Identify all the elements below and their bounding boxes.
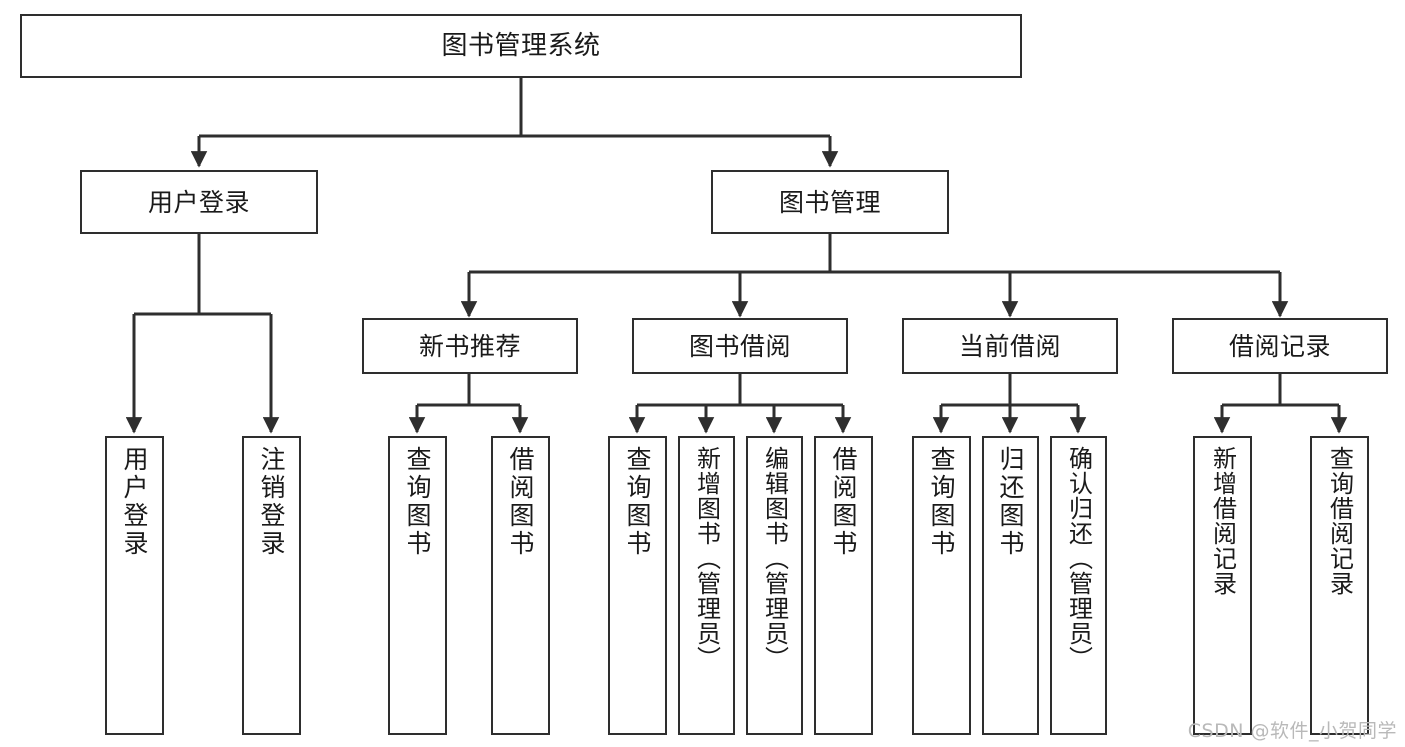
node-user-login[interactable]: 用户登录 <box>80 170 318 234</box>
node-label: 新书推荐 <box>418 331 521 361</box>
node-label: 图书管理 <box>778 187 881 217</box>
leaf-book-borrow-borrow-book[interactable]: 借阅图书 <box>814 436 873 735</box>
node-label: 图书管理系统 <box>441 30 601 61</box>
leaf-user-login-signout[interactable]: 注销登录 <box>242 436 301 735</box>
node-borrow-record[interactable]: 借阅记录 <box>1172 318 1388 374</box>
node-label: 新增借阅记录 <box>1208 446 1237 596</box>
node-book-management[interactable]: 图书管理 <box>711 170 949 234</box>
node-label: 查询图书 <box>403 446 432 558</box>
csdn-watermark: CSDN @软件_小贺同学 <box>1187 720 1397 742</box>
leaf-new-book-borrow-book[interactable]: 借阅图书 <box>491 436 550 735</box>
leaf-borrow-record-add-record[interactable]: 新增借阅记录 <box>1193 436 1252 735</box>
leaf-current-borrow-return-book[interactable]: 归还图书 <box>982 436 1039 735</box>
node-label: 确认归还（管理员） <box>1064 446 1093 671</box>
node-label: 注销登录 <box>257 446 286 558</box>
node-label: 编辑图书（管理员） <box>760 446 789 671</box>
node-label: 用户登录 <box>120 446 149 558</box>
node-book-borrow[interactable]: 图书借阅 <box>632 318 848 374</box>
leaf-new-book-query-book[interactable]: 查询图书 <box>388 436 447 735</box>
node-label: 借阅记录 <box>1228 331 1331 361</box>
node-label: 查询图书 <box>927 446 956 558</box>
node-label: 当前借阅 <box>958 331 1061 361</box>
leaf-borrow-record-query-record[interactable]: 查询借阅记录 <box>1310 436 1369 735</box>
leaf-book-borrow-add-book-admin[interactable]: 新增图书（管理员） <box>678 436 735 735</box>
node-label: 借阅图书 <box>506 446 535 558</box>
node-label: 新增图书（管理员） <box>692 446 721 671</box>
node-label: 图书借阅 <box>688 331 791 361</box>
node-label: 查询图书 <box>623 446 652 558</box>
node-new-book-recommend[interactable]: 新书推荐 <box>362 318 578 374</box>
node-root-book-management-system[interactable]: 图书管理系统 <box>20 14 1022 78</box>
node-label: 借阅图书 <box>829 446 858 558</box>
leaf-book-borrow-edit-book-admin[interactable]: 编辑图书（管理员） <box>746 436 803 735</box>
node-label: 查询借阅记录 <box>1325 446 1354 596</box>
node-label: 归还图书 <box>996 446 1025 558</box>
leaf-user-login-signin[interactable]: 用户登录 <box>105 436 164 735</box>
node-label: 用户登录 <box>147 187 250 217</box>
node-current-borrow[interactable]: 当前借阅 <box>902 318 1118 374</box>
leaf-current-borrow-query-book[interactable]: 查询图书 <box>912 436 971 735</box>
leaf-current-borrow-confirm-return-admin[interactable]: 确认归还（管理员） <box>1050 436 1107 735</box>
leaf-book-borrow-query-book[interactable]: 查询图书 <box>608 436 667 735</box>
